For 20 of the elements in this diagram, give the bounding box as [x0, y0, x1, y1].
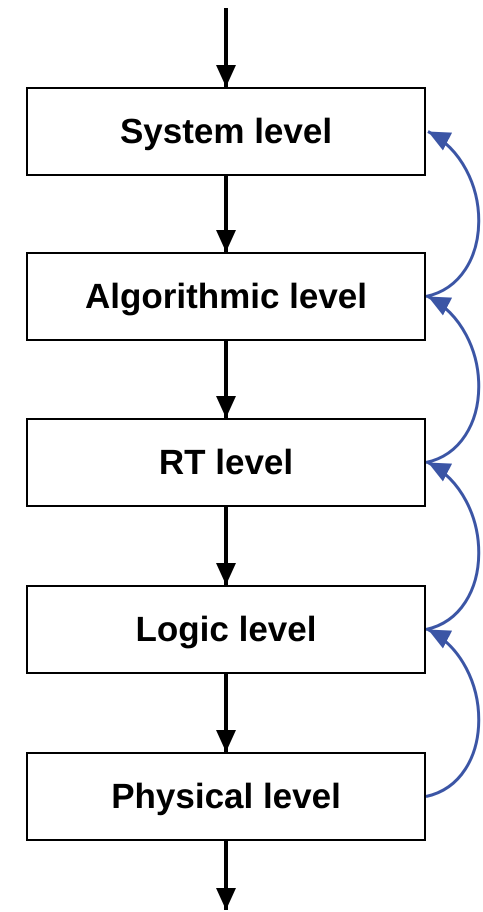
arrow	[216, 507, 236, 585]
process-box	[26, 252, 426, 341]
box-label: Physical level	[111, 776, 341, 816]
box-label: Algorithmic level	[84, 276, 368, 316]
process-box	[26, 752, 426, 841]
arrow	[216, 8, 236, 87]
arrow	[216, 176, 236, 252]
arrow	[426, 295, 480, 464]
arrow	[426, 130, 480, 298]
arrow	[426, 461, 480, 631]
box-label: RT level	[158, 442, 294, 482]
arrow	[216, 341, 236, 418]
process-box	[26, 87, 426, 176]
box-label: Logic level	[136, 610, 316, 650]
process-box	[26, 418, 426, 507]
arrow	[216, 841, 236, 910]
arrow	[426, 628, 480, 798]
process-box	[26, 585, 426, 674]
arrow	[216, 674, 236, 752]
box-label: System level	[120, 112, 332, 152]
